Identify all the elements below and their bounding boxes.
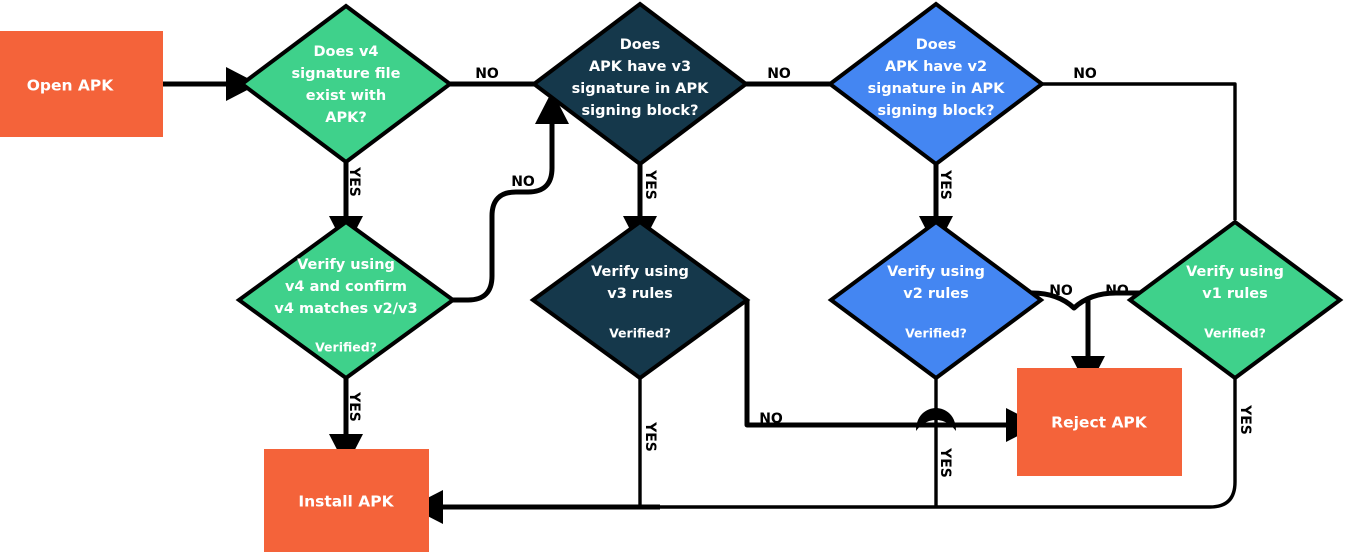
node-verify-v2[interactable]: Verify using v2 rules Verified?: [827, 219, 1045, 381]
node-q-v2-signature[interactable]: Does APK have v2 signature in APK signin…: [826, 1, 1046, 167]
edge-verifyv3-no-to-reject: [744, 300, 1039, 442]
node-q-v3-signature[interactable]: Does APK have v3 signature in APK signin…: [530, 1, 750, 167]
edge-verifyv2-no-to-reject: [1029, 290, 1143, 311]
edge-verifyv4-no-to-v3q: [452, 91, 569, 303]
node-verify-v3[interactable]: Verify using v3 rules Verified?: [529, 219, 751, 381]
node-open-apk[interactable]: Open APK: [0, 31, 163, 137]
edge-label-no-v2q-verifyv1: NO: [1073, 66, 1097, 82]
edge-label-yes-v2q-verifyv2: YES: [937, 169, 953, 200]
edge-layer: [163, 66, 1237, 525]
edge-label-yes-verifyv1-install: YES: [1237, 404, 1253, 435]
edge-label-no-v4file-v3q: NO: [475, 66, 499, 82]
edge-label-no-verifyv4-v3q: NO: [511, 174, 535, 190]
edge-verifyv1-yes-to-install: [648, 378, 1237, 509]
node-install-apk[interactable]: Install APK: [264, 449, 429, 552]
node-reject-apk[interactable]: Reject APK: [1017, 368, 1182, 476]
node-verify-v1[interactable]: Verify using v1 rules Verified?: [1126, 219, 1344, 381]
edge-label-yes-verifyv2-install: YES: [937, 447, 953, 478]
line-crossing-hop-icon: [916, 408, 956, 431]
node-q-v4-signature-file[interactable]: Does v4 signature file exist with APK?: [238, 3, 454, 165]
edge-label-yes-verifyv3-install: YES: [642, 421, 658, 452]
edge-label-no-v3q-v2q: NO: [767, 66, 791, 82]
edge-label-yes-v3q-verifyv3: YES: [642, 169, 658, 200]
node-verify-v4[interactable]: Verify using v4 and confirm v4 matches v…: [235, 219, 457, 381]
edge-v2q-no-to-verifyv1: [1040, 82, 1237, 220]
